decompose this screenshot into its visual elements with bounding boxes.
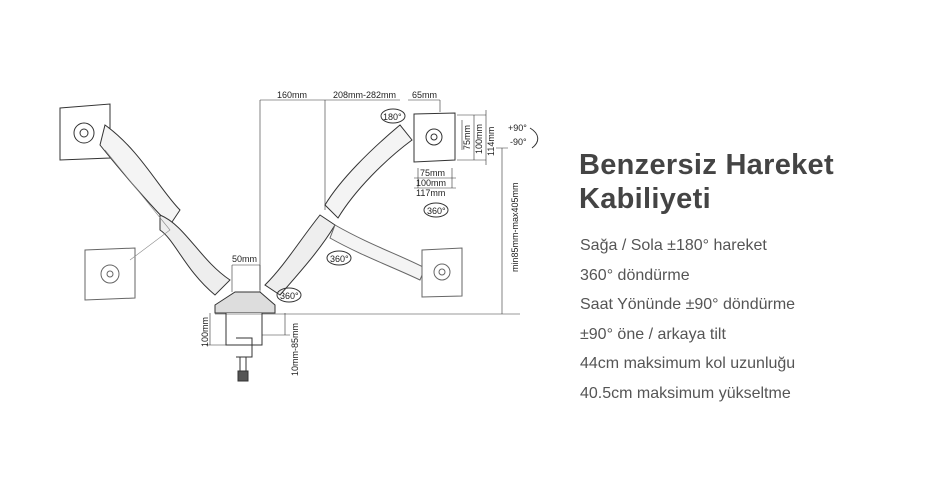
tilt-down-label: -90°: [510, 137, 527, 147]
feature-item: Sağa / Sola ±180° hareket: [580, 237, 767, 254]
dim-v114: 114mm: [486, 127, 496, 156]
rotation-360-label: 360°: [427, 206, 446, 216]
base: [214, 291, 276, 314]
dim-desk-thickness: 10mm-85mm: [290, 323, 300, 376]
feature-list: Sağa / Sola ±180° hareket 360° döndürme …: [580, 236, 795, 413]
dim-160: 160mm: [277, 90, 307, 100]
page-title: Benzersiz Hareket Kabiliyeti: [579, 148, 834, 216]
feature-item: 44cm maksimum kol uzunluğu: [580, 355, 796, 372]
vesa-plate-lower-right: [421, 247, 463, 298]
dim-65: 65mm: [412, 90, 437, 100]
feature-item: Saat Yönünde ±90° döndürme: [580, 296, 796, 313]
vesa-plate-upper-left: [59, 103, 111, 161]
rotation-180-label: 180°: [383, 112, 402, 122]
dim-clamp-height: 100mm: [200, 317, 210, 347]
rotation-360-label: 360°: [280, 291, 299, 301]
dim-v75: 75mm: [462, 125, 472, 150]
vesa-plate-lower-left: [84, 247, 136, 301]
clamp: [225, 313, 263, 346]
rotation-360-label: 360°: [330, 254, 349, 264]
dim-50: 50mm: [232, 254, 257, 264]
left-arm: [99, 124, 181, 226]
feature-item: 40.5cm maksimum yükseltme: [580, 384, 791, 402]
dim-reach: 208mm-282mm: [333, 90, 396, 100]
dim-h117: 117mm: [416, 188, 445, 198]
dim-v100: 100mm: [474, 124, 484, 154]
feature-item: 360° döndürme: [580, 266, 690, 284]
feature-item: ±90° öne / arkaya tilt: [580, 325, 726, 343]
title-line-1: Benzersiz Hareket: [579, 149, 834, 181]
dim-height: min85mm-max405mm: [510, 182, 520, 272]
dim-h75: 75mm: [420, 168, 445, 178]
dim-h100: 100mm: [416, 178, 446, 188]
vesa-plate-upper-right: [413, 112, 456, 163]
right-arm: [324, 124, 413, 219]
tilt-up-label: +90°: [508, 123, 527, 133]
title-line-2: Kabiliyeti: [579, 183, 711, 215]
monitor-arm-diagram: 160mm 208mm-282mm 65mm 180° 75mm 100mm 1…: [59, 90, 539, 382]
